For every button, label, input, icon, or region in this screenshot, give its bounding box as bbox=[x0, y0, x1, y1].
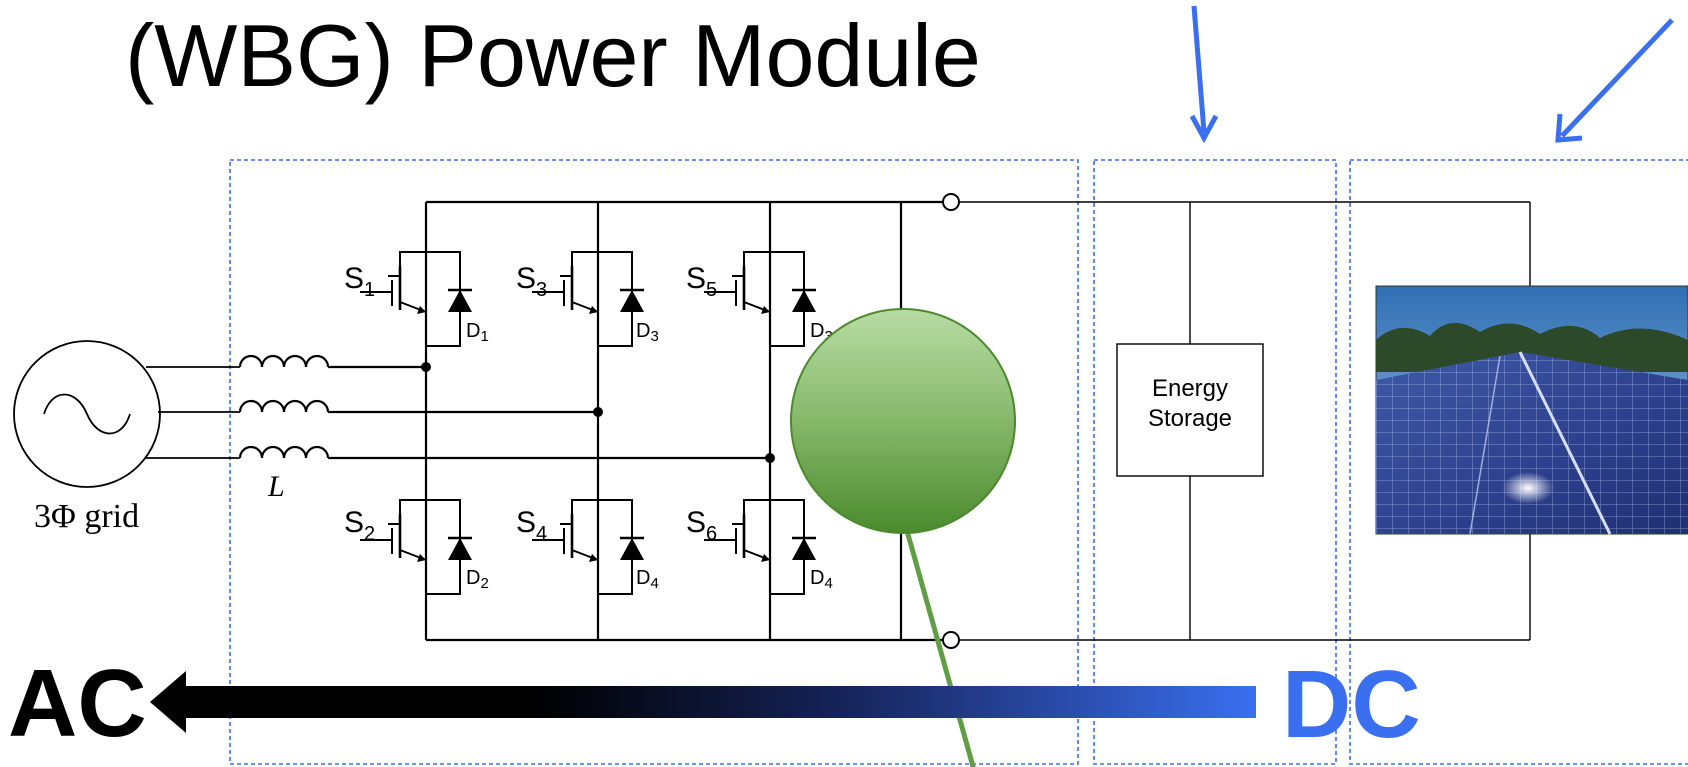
label-s3: S3 bbox=[516, 262, 547, 301]
label-d4b: D4 bbox=[810, 567, 833, 592]
grid-label: 3Φ grid bbox=[34, 498, 139, 535]
pointer-arrow-energy bbox=[1189, 5, 1219, 144]
label-s5: S5 bbox=[686, 262, 717, 301]
pointer-arrow-solar bbox=[1555, 18, 1674, 143]
switch-s6 bbox=[704, 499, 816, 595]
energy-storage-line1: Energy bbox=[1152, 375, 1228, 402]
page-title: (WBG) Power Module bbox=[125, 6, 981, 105]
terminal-bottom bbox=[942, 631, 960, 649]
junctions bbox=[421, 362, 775, 463]
label-d1: D1 bbox=[466, 320, 489, 345]
bus-wires-out bbox=[960, 201, 1531, 641]
label-d4: D4 bbox=[636, 567, 659, 592]
dc-label: DC bbox=[1282, 651, 1421, 758]
switch-s3 bbox=[532, 251, 644, 347]
ac-dc-arrow-shaft bbox=[176, 686, 1256, 718]
label-s2: S2 bbox=[344, 506, 375, 545]
ac-dc-arrow-head bbox=[150, 671, 186, 733]
energy-storage-block bbox=[1116, 343, 1264, 477]
switch-s4 bbox=[532, 499, 644, 595]
ac-label: AC bbox=[8, 650, 147, 757]
energy-storage-line2: Storage bbox=[1148, 405, 1232, 432]
label-s4: S4 bbox=[516, 506, 547, 545]
switch-s1 bbox=[360, 251, 472, 347]
power-module-box bbox=[229, 159, 1079, 765]
switch-s5 bbox=[704, 251, 816, 347]
label-s6: S6 bbox=[686, 506, 717, 545]
green-circle bbox=[790, 308, 1016, 534]
label-s1: S1 bbox=[344, 262, 375, 301]
inductor-label: L bbox=[267, 470, 285, 503]
label-d3: D3 bbox=[636, 320, 659, 345]
grid-source bbox=[13, 340, 240, 488]
inductors bbox=[238, 354, 770, 460]
energy-storage-box bbox=[1093, 159, 1337, 765]
green-stick bbox=[901, 519, 976, 767]
label-d2: D2 bbox=[466, 567, 489, 592]
solar-panel-photo bbox=[1375, 285, 1688, 535]
solar-box bbox=[1349, 159, 1688, 765]
switch-s2 bbox=[360, 499, 472, 595]
terminal-top bbox=[942, 193, 960, 211]
